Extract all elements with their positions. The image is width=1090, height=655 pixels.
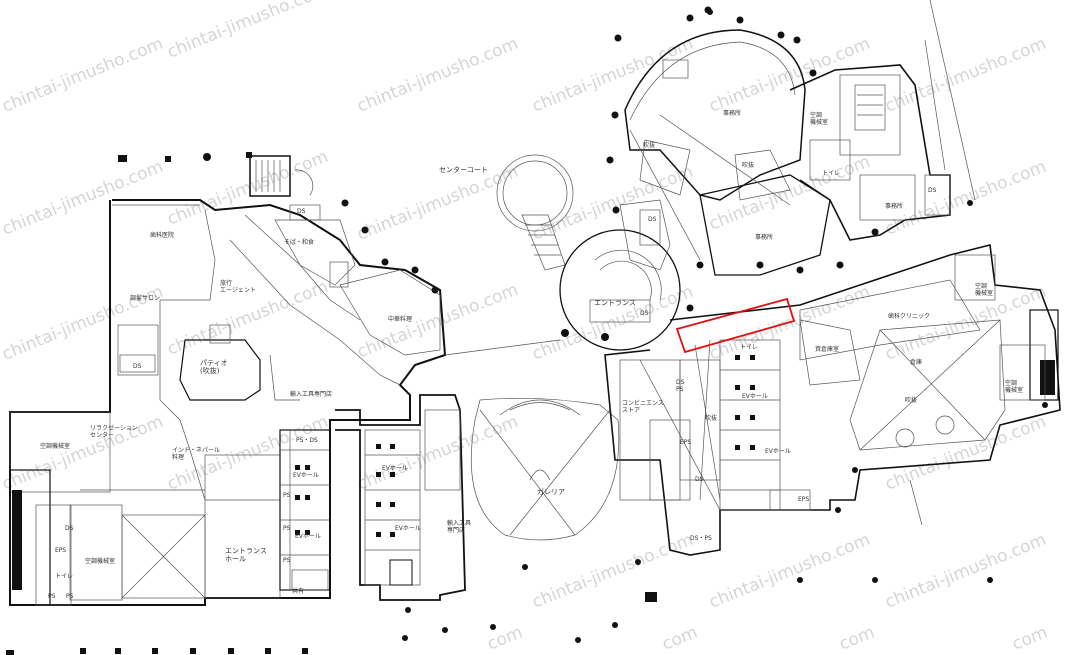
label-entrance-hall: エントランスホール: [225, 547, 267, 563]
label-ds-1: DS: [297, 208, 306, 215]
label-ps-ds: PS・DS: [296, 437, 318, 444]
watermark-partial: com: [659, 622, 700, 654]
watermark: chintai-jimusho.com: [706, 530, 873, 613]
label-ps-4: PS: [48, 593, 56, 600]
label-toilet-2: トイレ: [740, 344, 758, 351]
label-ps-2: PS: [283, 525, 291, 532]
watermark-partial: com: [836, 622, 877, 654]
label-ev-hall-5: EVホール: [742, 393, 768, 400]
label-ds-2: DS: [133, 363, 142, 370]
label-indian: インド・ネパール料理: [172, 447, 220, 461]
watermark: chintai-jimusho.com: [354, 34, 521, 117]
left-building: [9, 155, 447, 606]
label-ds-6: DS: [928, 187, 937, 194]
column-markers: [6, 6, 1048, 655]
watermark: chintai-jimusho.com: [529, 162, 696, 245]
right-building: [604, 0, 1061, 556]
label-toilet-1: トイレ: [822, 170, 840, 177]
watermark: chintai-jimusho.com: [529, 530, 696, 613]
watermark: chintai-jimusho.com: [882, 412, 1049, 495]
label-eps-2: EPS: [680, 439, 691, 446]
highlighted-unit[interactable]: [675, 297, 796, 354]
watermark: chintai-jimusho.com: [882, 530, 1049, 613]
label-ev-hall-3: EVホール: [382, 465, 408, 472]
room-labels: センターコート エントランス ガレリア エントランスホール パティオ(吹抜) 歯…: [40, 109, 1023, 600]
label-galleria: ガレリア: [537, 487, 565, 496]
label-storage-2: 資倉庫室: [815, 345, 839, 353]
watermark: chintai-jimusho.com: [0, 34, 166, 117]
label-ev-hall-6: EVホール: [765, 448, 791, 455]
label-ac-room-left: 空調機械室: [40, 442, 70, 450]
label-ps-5: PS: [66, 593, 74, 600]
center-court: [444, 154, 681, 541]
label-soba: そば・和食: [284, 238, 314, 246]
label-eps-1: EPS: [55, 547, 66, 554]
label-ac-room-right2: 空調機械室: [975, 282, 993, 297]
watermark-partial: com: [1009, 622, 1050, 654]
watermark: chintai-jimusho.com: [354, 162, 521, 245]
watermark: chintai-jimusho.com: [529, 282, 696, 365]
label-entrance-c: エントランス: [594, 299, 636, 307]
label-dental: 歯科医院: [150, 231, 174, 239]
label-ds-ps: DS・PS: [690, 535, 712, 542]
label-center-court: センターコート: [439, 165, 488, 174]
label-dental-clinic: 歯科クリニック: [888, 312, 930, 320]
label-ac-room-right1: 空調機械室: [810, 111, 828, 126]
galleria-outline: [470, 397, 620, 541]
watermark: chintai-jimusho.com: [529, 34, 696, 117]
stair-tower-top: [249, 155, 291, 197]
label-ds-7: DS: [65, 525, 74, 532]
label-ev-hall-2: EVホール: [295, 533, 321, 540]
label-shared: 共有: [292, 587, 304, 595]
watermark-layer: chintai-jimusho.com chintai-jimusho.com …: [0, 0, 1051, 655]
middle-building: [335, 394, 466, 601]
label-eps-3: EPS: [798, 496, 809, 503]
label-atrium-3: 吹抜: [705, 414, 717, 422]
watermark: chintai-jimusho.com: [0, 157, 166, 240]
patio-atrium: [179, 339, 261, 401]
label-ev-hall-4: EVホール: [395, 525, 421, 532]
label-ev-hall-1: EVホール: [293, 472, 319, 479]
label-travel-agent: 旅行エージェント: [220, 279, 256, 294]
label-imported-store-1: 輸入工具専門店: [290, 390, 332, 398]
label-atrium-4: 吹抜: [905, 396, 917, 404]
label-convenience: コンビニエンスストア: [622, 399, 664, 414]
label-ac-room-left2: 空調機械室: [85, 557, 115, 565]
watermark: chintai-jimusho.com: [0, 412, 166, 495]
label-ds-3: DS: [640, 310, 649, 317]
label-storage-1: 倉庫: [910, 358, 922, 366]
label-ds-4: DS: [648, 216, 657, 223]
label-ac-room-right3: 空調機械室: [1005, 379, 1023, 394]
watermark: chintai-jimusho.com: [164, 0, 331, 63]
watermark: chintai-jimusho.com: [706, 282, 873, 365]
label-wc-left: トイレ: [55, 573, 73, 580]
label-atrium-2: 吹抜: [742, 161, 754, 169]
label-office-mid: 事務所: [755, 233, 773, 241]
label-atrium-1: 吹抜: [643, 141, 655, 149]
label-patio: パティオ(吹抜): [200, 359, 228, 375]
label-imported-store-2: 輸入工具専門店: [447, 519, 471, 534]
label-ps-3: PS: [283, 557, 291, 564]
label-hair-salon: 調髪サロン: [130, 294, 160, 302]
watermark: chintai-jimusho.com: [882, 157, 1049, 240]
label-office-right: 事務所: [885, 202, 903, 210]
label-relaxation: リラクゼーションセンター: [90, 424, 138, 439]
label-ds-5: DS: [695, 476, 704, 483]
label-chinese: 中華料理: [388, 315, 412, 323]
label-office-top: 事務所: [723, 109, 741, 117]
label-ps-1: PS: [283, 492, 291, 499]
